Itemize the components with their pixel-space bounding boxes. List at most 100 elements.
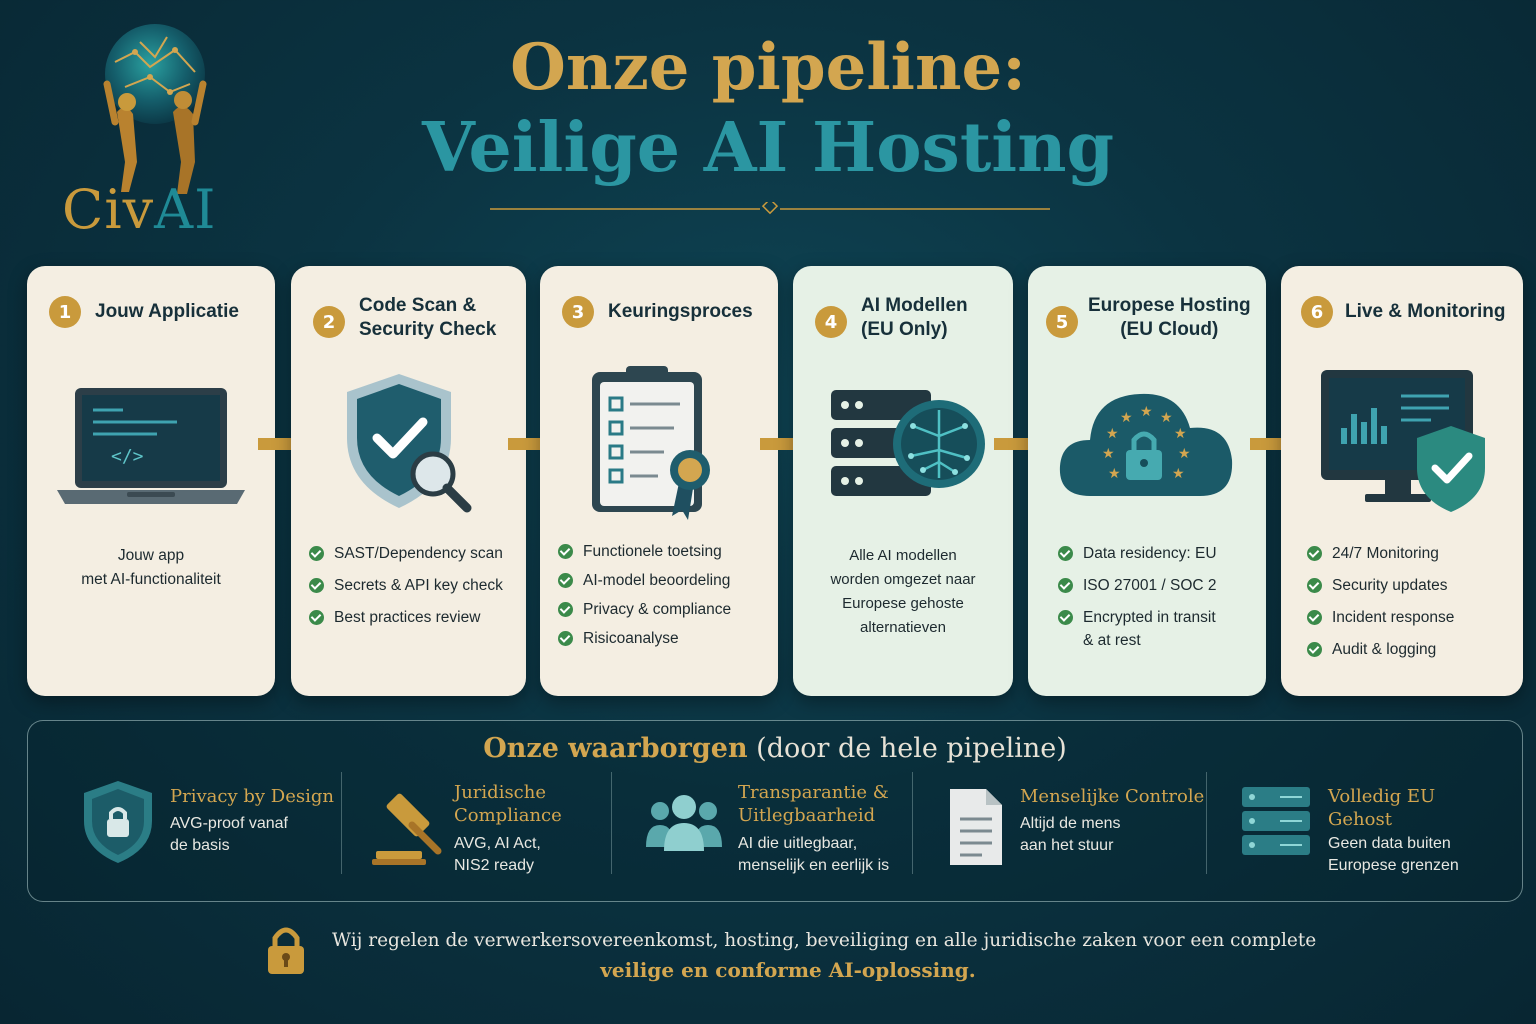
list-item: Best practices review bbox=[309, 606, 503, 629]
eu-cloud-lock-icon: ★★★★★ ★★★★ bbox=[1059, 393, 1233, 496]
check-icon bbox=[558, 631, 573, 646]
laptop-code-icon: </> bbox=[57, 388, 245, 504]
svg-text:★: ★ bbox=[1108, 466, 1121, 482]
check-icon bbox=[558, 544, 573, 559]
list-item: SAST/Dependency scan bbox=[309, 542, 503, 565]
shield-lock-icon bbox=[84, 781, 152, 863]
svg-text:★: ★ bbox=[1120, 410, 1133, 426]
step-number: 4 bbox=[815, 306, 847, 338]
guarantee-compliance: Juridische Compliance AVG, AI Act, NIS2 … bbox=[372, 779, 612, 889]
guarantee-title: Transparantie & Uitlegbaarheid bbox=[738, 782, 889, 826]
list-item: Security updates bbox=[1307, 574, 1454, 597]
step-number: 5 bbox=[1046, 306, 1078, 338]
list-item: Encrypted in transit & at rest bbox=[1058, 606, 1217, 652]
guarantee-privacy: Privacy by Design AVG-proof vanaf de bas… bbox=[78, 779, 368, 889]
footer-text-line1: Wij regelen de verwerkersovereenkomst, h… bbox=[332, 930, 1317, 951]
guarantee-separator bbox=[1206, 772, 1207, 874]
check-icon bbox=[309, 546, 324, 561]
people-icon bbox=[646, 795, 722, 851]
check-icon bbox=[1058, 546, 1073, 561]
svg-text:★: ★ bbox=[1178, 446, 1191, 462]
guarantee-desc: Geen data buiten Europese grenzen bbox=[1328, 835, 1459, 874]
guarantee-separator bbox=[912, 772, 913, 874]
guarantee-eu-hosted: Volledig EU Gehost Geen data buiten Euro… bbox=[1240, 779, 1510, 889]
step-card-3: 3 Keuringsproces Functionele toetsing AI-… bbox=[540, 266, 778, 696]
server-stack-icon bbox=[1242, 787, 1310, 855]
check-icon bbox=[1307, 642, 1322, 657]
list-item: Functionele toetsing bbox=[558, 540, 731, 563]
check-icon bbox=[1058, 578, 1073, 593]
check-icon bbox=[558, 573, 573, 588]
svg-text:★: ★ bbox=[1172, 466, 1185, 482]
guarantee-desc: AVG-proof vanaf de basis bbox=[170, 815, 288, 854]
list-item: 24/7 Monitoring bbox=[1307, 542, 1454, 565]
svg-text:★: ★ bbox=[1102, 446, 1115, 462]
guarantees-panel: Onze waarborgen (door de hele pipeline) … bbox=[27, 720, 1523, 902]
svg-text:★: ★ bbox=[1106, 426, 1119, 442]
guarantee-desc: AI die uitlegbaar, menselijk en eerlijk … bbox=[738, 835, 890, 874]
monitor-shield-icon bbox=[1321, 370, 1485, 512]
check-icon bbox=[1307, 578, 1322, 593]
guarantee-title: Volledig EU Gehost bbox=[1328, 786, 1436, 830]
list-item: Secrets & API key check bbox=[309, 574, 503, 597]
check-icon bbox=[1307, 546, 1322, 561]
guarantee-title: Privacy by Design bbox=[170, 786, 334, 807]
guarantee-desc: Altijd de mens aan het stuur bbox=[1020, 815, 1121, 854]
step-title: Live & Monitoring bbox=[1345, 301, 1506, 322]
check-icon bbox=[1307, 610, 1322, 625]
step-checklist: 24/7 Monitoring Security updates Inciden… bbox=[1307, 542, 1454, 670]
list-item: Incident response bbox=[1307, 606, 1454, 629]
step-card-6: 6 Live & Monitoring 24/7 Monitoring Secur… bbox=[1281, 266, 1523, 696]
check-icon bbox=[1058, 610, 1073, 625]
guarantee-separator bbox=[611, 772, 612, 874]
step-title: Jouw Applicatie bbox=[95, 301, 239, 322]
check-icon bbox=[309, 578, 324, 593]
step-number: 1 bbox=[49, 296, 81, 328]
svg-text:★: ★ bbox=[1174, 426, 1187, 442]
step-title: AI Modellen (EU Only) bbox=[861, 295, 968, 340]
list-item: AI-model beoordeling bbox=[558, 569, 731, 592]
list-item: Audit & logging bbox=[1307, 638, 1454, 661]
step-checklist: Functionele toetsing AI-model beoordelin… bbox=[558, 540, 731, 656]
padlock-icon bbox=[268, 927, 304, 974]
title-divider bbox=[490, 202, 1050, 215]
step-title: Keuringsproces bbox=[608, 301, 753, 322]
document-icon bbox=[950, 789, 1002, 865]
page-title-line1: Onze pipeline: bbox=[510, 30, 1026, 105]
step-checklist: Data residency: EU ISO 27001 / SOC 2 Enc… bbox=[1058, 542, 1217, 661]
clipboard-checklist-icon bbox=[592, 366, 710, 520]
svg-text:</>: </> bbox=[111, 446, 144, 467]
guarantee-human-control: Menselijke Controle Altijd de mens aan h… bbox=[946, 779, 1206, 889]
list-item: Risicoanalyse bbox=[558, 627, 731, 650]
logo-figures-globe-icon bbox=[103, 24, 207, 194]
step-number: 2 bbox=[313, 306, 345, 338]
guarantees-title: Onze waarborgen (door de hele pipeline) bbox=[483, 733, 1067, 764]
list-item: Privacy & compliance bbox=[558, 598, 731, 621]
step-title: Code Scan & Security Check bbox=[359, 295, 497, 340]
step-card-2: 2 Code Scan & Security Check SAST/Depende… bbox=[291, 266, 526, 696]
guarantee-title: Menselijke Controle bbox=[1020, 786, 1205, 807]
footer-text-line2: veilige en conforme AI-oplossing. bbox=[600, 958, 976, 982]
logo-wordmark: CivAI bbox=[62, 178, 217, 241]
svg-text:★: ★ bbox=[1160, 410, 1173, 426]
server-brain-icon bbox=[831, 390, 985, 496]
guarantee-title: Juridische Compliance bbox=[454, 782, 562, 826]
guarantee-separator bbox=[341, 772, 342, 874]
step-number: 3 bbox=[562, 296, 594, 328]
step-title: Europese Hosting (EU Cloud) bbox=[1088, 295, 1251, 340]
step-checklist: SAST/Dependency scan Secrets & API key c… bbox=[309, 542, 503, 638]
svg-text:★: ★ bbox=[1140, 404, 1153, 420]
guarantee-desc: AVG, AI Act, NIS2 ready bbox=[454, 835, 541, 874]
shield-magnifier-icon bbox=[347, 374, 472, 513]
check-icon bbox=[558, 602, 573, 617]
guarantee-transparency: Transparantie & Uitlegbaarheid AI die ui… bbox=[644, 779, 924, 889]
check-icon bbox=[309, 610, 324, 625]
list-item: ISO 27001 / SOC 2 bbox=[1058, 574, 1217, 597]
page-title-line2: Veilige AI Hosting bbox=[421, 108, 1115, 188]
step-number: 6 bbox=[1301, 296, 1333, 328]
